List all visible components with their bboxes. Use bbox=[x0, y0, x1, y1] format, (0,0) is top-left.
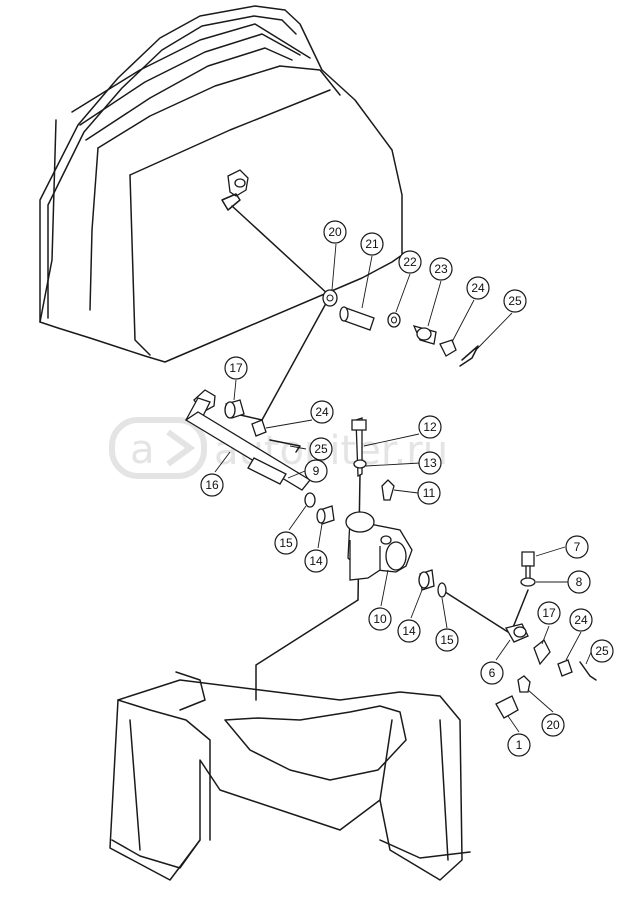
svg-text:17: 17 bbox=[229, 361, 243, 375]
washer-20-top bbox=[322, 289, 338, 307]
fitting-20-lower bbox=[517, 675, 531, 693]
nut-24-top bbox=[439, 339, 457, 357]
svg-text:12: 12 bbox=[423, 420, 437, 434]
callout-22: 22 bbox=[398, 250, 422, 274]
washer-13 bbox=[353, 459, 367, 469]
svg-text:22: 22 bbox=[403, 255, 417, 269]
callout-24: 24 bbox=[310, 400, 334, 424]
svg-text:13: 13 bbox=[423, 456, 437, 470]
svg-text:10: 10 bbox=[373, 612, 387, 626]
callout-10: 10 bbox=[368, 607, 392, 631]
washer-15-right bbox=[437, 582, 447, 598]
svg-text:21: 21 bbox=[365, 237, 379, 251]
svg-text:20: 20 bbox=[328, 225, 342, 239]
svg-text:25: 25 bbox=[595, 644, 609, 658]
callout-15: 15 bbox=[435, 628, 459, 652]
svg-text:23: 23 bbox=[434, 262, 448, 276]
bolt-7 bbox=[521, 551, 535, 567]
washer-8 bbox=[520, 577, 536, 587]
cotter-pin-25-right bbox=[579, 661, 597, 681]
watermark-logo-glyph: a bbox=[130, 427, 155, 473]
svg-text:25: 25 bbox=[314, 442, 328, 456]
svg-text:20: 20 bbox=[546, 718, 560, 732]
callout-8: 8 bbox=[567, 570, 591, 594]
svg-text:8: 8 bbox=[576, 575, 583, 589]
callout-25: 25 bbox=[309, 437, 333, 461]
svg-text:17: 17 bbox=[542, 606, 556, 620]
tank-bracket bbox=[221, 169, 249, 211]
washer-22 bbox=[387, 312, 401, 328]
callout-13: 13 bbox=[418, 451, 442, 475]
svg-text:24: 24 bbox=[315, 405, 329, 419]
svg-text:25: 25 bbox=[508, 294, 522, 308]
callout-11: 11 bbox=[417, 481, 441, 505]
cotter-pin-25-top bbox=[459, 345, 479, 367]
svg-text:7: 7 bbox=[574, 540, 581, 554]
callouts: 20 21 22 23 24 25 17 24 25 12 13 9 16 11… bbox=[200, 220, 614, 757]
callout-1: 1 bbox=[507, 733, 531, 757]
callout-24: 24 bbox=[569, 608, 593, 632]
callout-14: 14 bbox=[397, 619, 421, 643]
svg-text:16: 16 bbox=[205, 478, 219, 492]
svg-text:24: 24 bbox=[574, 613, 588, 627]
svg-text:14: 14 bbox=[309, 554, 323, 568]
fuel-tank bbox=[39, 5, 403, 363]
cotter-pin-25-mid bbox=[269, 439, 301, 453]
callout-23: 23 bbox=[429, 257, 453, 281]
callout-20: 20 bbox=[323, 220, 347, 244]
callout-12: 12 bbox=[418, 415, 442, 439]
rod-assembly-16 bbox=[184, 389, 311, 491]
washer-15-left bbox=[304, 492, 316, 508]
svg-text:6: 6 bbox=[489, 666, 496, 680]
callout-17: 17 bbox=[224, 356, 248, 380]
svg-text:9: 9 bbox=[313, 464, 320, 478]
pin-17-right bbox=[533, 638, 551, 666]
svg-text:15: 15 bbox=[279, 536, 293, 550]
callout-14: 14 bbox=[304, 549, 328, 573]
lever-housing-10 bbox=[345, 511, 413, 581]
watermark-logo-arrow bbox=[166, 429, 196, 467]
callout-16: 16 bbox=[200, 473, 224, 497]
nut-24-mid bbox=[251, 419, 267, 437]
callout-25: 25 bbox=[590, 639, 614, 663]
watermark-logo-frame bbox=[109, 417, 207, 479]
callout-15: 15 bbox=[274, 531, 298, 555]
callout-7: 7 bbox=[565, 535, 589, 559]
nut-24-right bbox=[557, 659, 573, 677]
svg-text:24: 24 bbox=[471, 281, 485, 295]
lever-1 bbox=[495, 695, 519, 719]
grease-fitting-11 bbox=[381, 479, 395, 501]
svg-text:14: 14 bbox=[402, 624, 416, 638]
svg-text:1: 1 bbox=[516, 738, 523, 752]
callout-21: 21 bbox=[360, 232, 384, 256]
callout-24: 24 bbox=[466, 276, 490, 300]
callout-17: 17 bbox=[537, 601, 561, 625]
svg-text:11: 11 bbox=[423, 486, 436, 500]
callout-20: 20 bbox=[541, 713, 565, 737]
callout-6: 6 bbox=[480, 661, 504, 685]
floor-frame bbox=[109, 671, 471, 881]
callout-9: 9 bbox=[304, 459, 328, 483]
hardware bbox=[224, 289, 597, 719]
svg-text:15: 15 bbox=[440, 633, 454, 647]
callout-25: 25 bbox=[503, 289, 527, 313]
